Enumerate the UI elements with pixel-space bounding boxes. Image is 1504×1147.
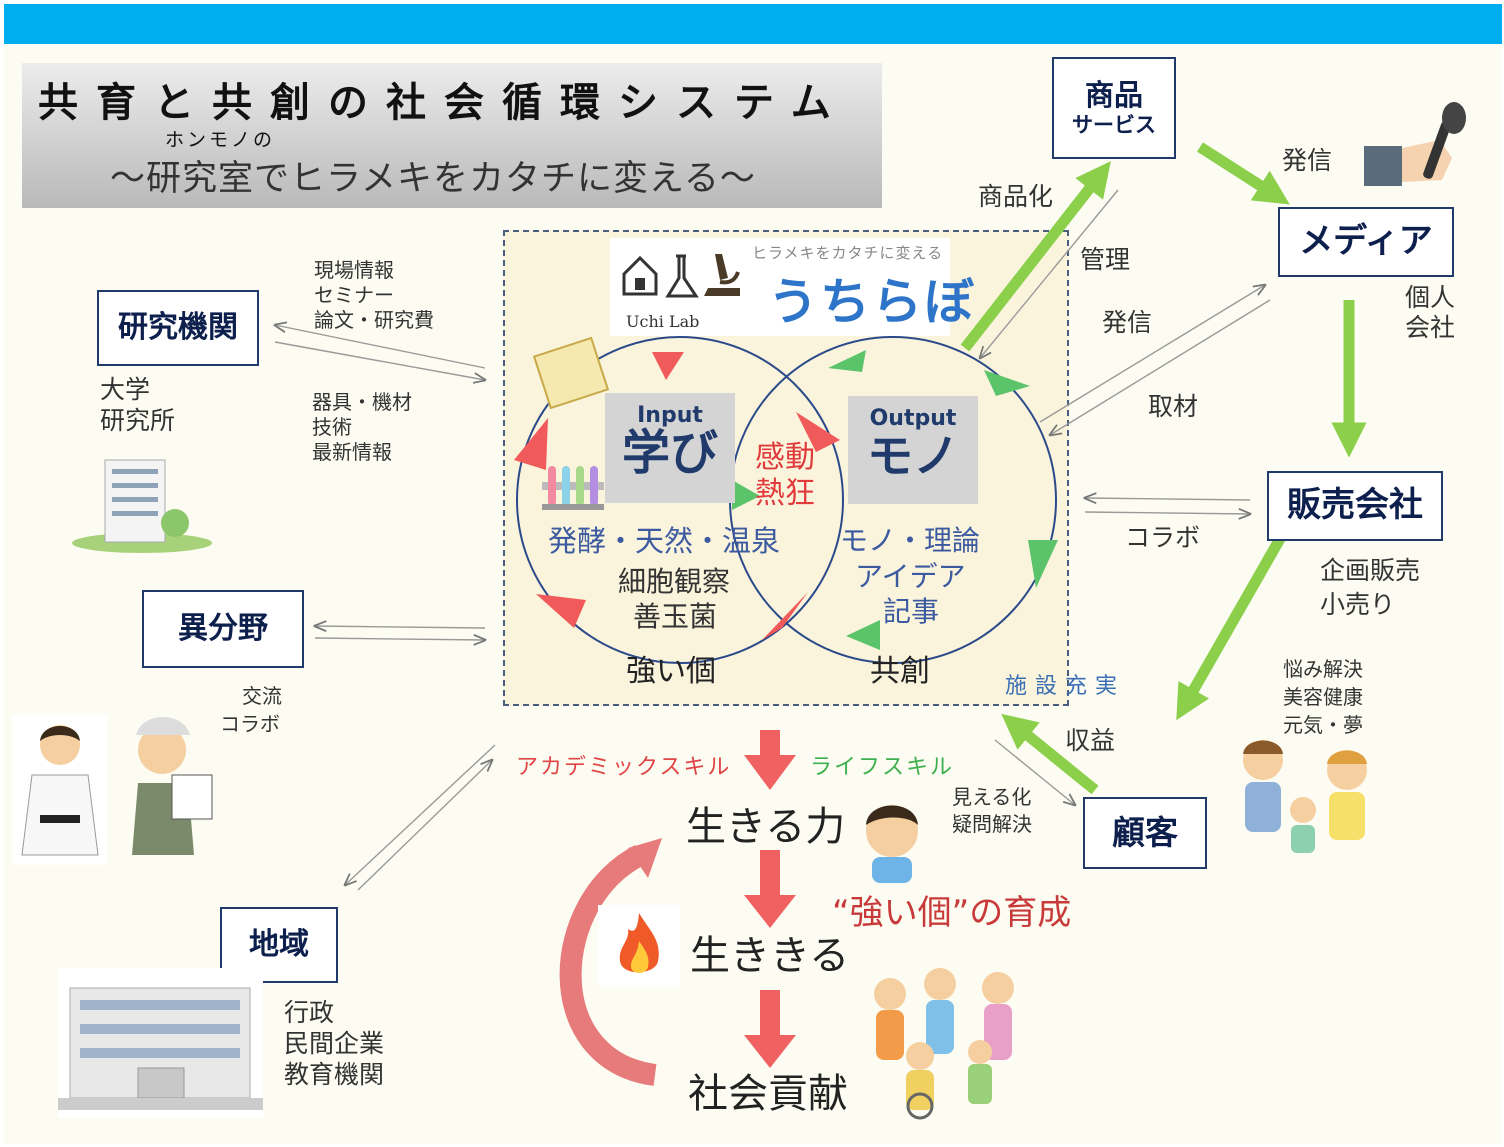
logo-name: うちらぼ: [768, 273, 976, 331]
center-word-1: 感動: [755, 440, 815, 475]
lab-house-icon: [622, 254, 740, 298]
edge-manage: 管理: [1080, 245, 1131, 274]
customer-need-3: 元気・夢: [1283, 713, 1363, 737]
title-panel: [22, 63, 882, 208]
edge-visualize: 見える化: [952, 785, 1032, 809]
node-other-field: 異分野: [142, 590, 304, 668]
edge-research-tools-1: 器具・機材: [312, 390, 412, 414]
return-arrow: [559, 845, 657, 1086]
edge-research-tools-3: 最新情報: [312, 440, 392, 464]
media-individual: 個人: [1405, 283, 1456, 312]
life-skill: ライフスキル: [810, 755, 955, 780]
node-research: 研究機関: [97, 290, 259, 366]
co-creation-caption: 共創: [870, 654, 930, 689]
edge-collab: コラボ: [1125, 523, 1201, 552]
customer-need-2: 美容健康: [1283, 685, 1363, 709]
node-region: 地域: [220, 907, 338, 983]
fire-icon: [598, 905, 680, 987]
family-icon: [1243, 740, 1367, 853]
output-label: Output: [869, 406, 957, 431]
input-box: Input 学び: [605, 393, 735, 503]
center-word-2: 熱狂: [755, 476, 815, 511]
test-tube-icon: [542, 466, 604, 510]
page-subtitle: ～研究室でヒラメキをカタチに変える～: [110, 159, 756, 199]
cycle-arrows: [514, 350, 1058, 650]
media-company: 会社: [1405, 313, 1456, 342]
region-education: 教育機関: [284, 1060, 385, 1089]
edge-broadcast-media: 発信: [1102, 308, 1153, 337]
arrow-productize: [960, 161, 1111, 352]
arrow-revenue: [1001, 713, 1099, 795]
flow-arrows: [744, 730, 796, 1068]
top-banner: [4, 4, 1502, 44]
flow-contribute: 社会貢献: [688, 1071, 848, 1117]
output-title: モノ: [867, 429, 959, 483]
building-icon: [72, 459, 212, 553]
strong-individual-caption: 強い個: [626, 654, 716, 689]
node-product: 商品 サービス: [1052, 57, 1176, 159]
flow-live-fully: 生ききる: [690, 933, 850, 979]
learning-topic-cell: 細胞観察: [618, 565, 731, 598]
arrow-sales-customer: [1176, 527, 1290, 721]
learning-circle: [516, 336, 844, 664]
edge-research-info-1: 現場情報: [314, 258, 394, 282]
customer-need-1: 悩み解決: [1283, 657, 1363, 681]
people-judo-calligraphy-icon: [12, 715, 213, 865]
output-box: Output モノ: [848, 396, 978, 504]
region-private: 民間企業: [284, 1029, 385, 1058]
edge-research-info-3: 論文・研究費: [314, 308, 434, 332]
output-topic-theory: モノ・理論: [840, 524, 981, 557]
output-topic-article: 記事: [883, 595, 940, 628]
sales-retail: 小売り: [1320, 590, 1396, 619]
edge-interview: 取材: [1148, 392, 1199, 421]
other-field-exchange: 交流: [242, 684, 282, 708]
learning-topics: 発酵・天然・温泉: [548, 524, 781, 558]
learning-topic-bacteria: 善玉菌: [633, 600, 718, 633]
facility-label: 施設充実: [1005, 674, 1126, 699]
research-sub-university: 大学: [100, 375, 151, 404]
flow-power-to-live: 生きる力: [686, 804, 846, 850]
edge-productize: 商品化: [978, 182, 1054, 211]
page-title: 共育と共創の社会循環システム: [38, 80, 849, 126]
logo-area: [610, 238, 950, 336]
center-emotion: 感動 熱狂: [755, 440, 815, 512]
title-ruby: ホンモノの: [165, 129, 276, 151]
product-label-1: 商品: [1084, 77, 1143, 112]
output-topic-idea: アイデア: [855, 560, 966, 593]
microphone-icon: [1364, 102, 1466, 186]
edge-research-info-2: セミナー: [314, 283, 394, 307]
node-media: メディア: [1278, 207, 1454, 277]
node-customer: 顧客: [1083, 797, 1207, 869]
sales-planning: 企画販売: [1320, 556, 1421, 585]
edge-revenue: 収益: [1065, 726, 1116, 755]
edge-broadcast-product: 発信: [1282, 146, 1333, 175]
research-sub-institute: 研究所: [100, 406, 176, 435]
logo-tagline: ヒラメキをカタチに変える: [752, 244, 944, 262]
exercising-people-icon: [874, 968, 1014, 1120]
input-title: 学び: [621, 425, 718, 481]
product-label-2: サービス: [1072, 113, 1156, 138]
city-hall-icon: [58, 968, 263, 1118]
other-field-collab: コラボ: [220, 712, 280, 736]
academic-skill: アカデミックスキル: [516, 755, 732, 780]
node-sales: 販売会社: [1267, 471, 1443, 541]
edge-research-tools-2: 技術: [312, 415, 352, 439]
nurture-strong-individual: “強い個”の育成: [832, 893, 1072, 933]
boy-icon: [866, 805, 918, 883]
arrow-product-media: [1197, 142, 1290, 205]
edge-resolve: 疑問解決: [952, 812, 1032, 836]
input-label: Input: [637, 403, 703, 428]
region-government: 行政: [284, 998, 335, 1027]
logo-sub: Uchi Lab: [626, 312, 700, 331]
